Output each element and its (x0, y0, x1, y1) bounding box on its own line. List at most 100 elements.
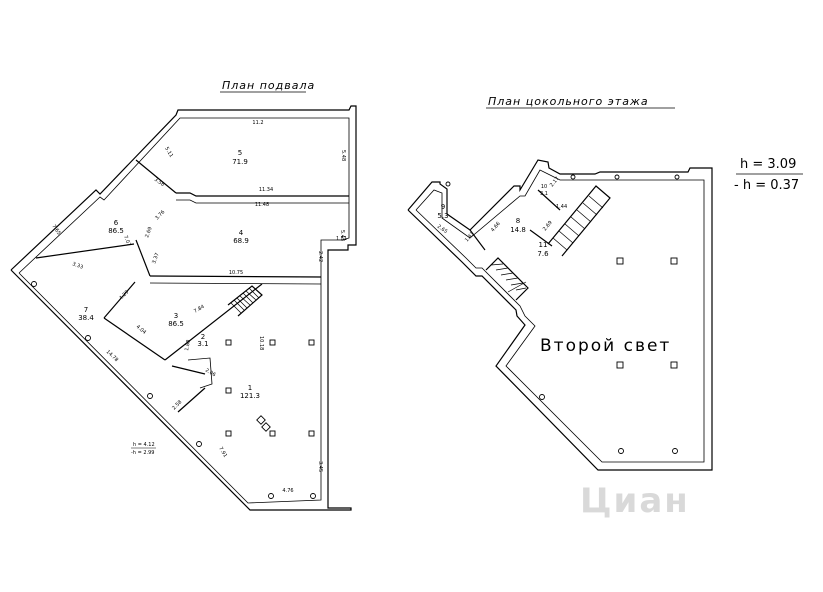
dimension-label: 4.29 (118, 289, 130, 301)
column-marker (308, 430, 315, 437)
basement-title: План подвала (222, 79, 315, 92)
column-marker (225, 339, 232, 346)
room-number: 7 (84, 306, 88, 314)
ground-floor-title: План цокольного этажа (488, 95, 649, 108)
column-marker (269, 339, 276, 346)
room-area: 14.8 (510, 226, 526, 234)
room-number: 9 (441, 203, 445, 211)
room-number: 4 (239, 229, 244, 237)
lower-stairs-outline (485, 257, 529, 301)
room-area: 7.6 (537, 250, 549, 258)
dimension-label: 10.18 (258, 336, 264, 350)
room-number: 10 (541, 184, 547, 190)
column-marker (616, 257, 624, 265)
partition-4-3-inner (149, 282, 322, 285)
room-area: 71.9 (232, 158, 248, 166)
dimension-label: 5.43 (339, 230, 345, 241)
basement-height-minus-h: -h = 2.99 (131, 450, 154, 456)
stairs-arrow (507, 281, 527, 293)
column-marker (445, 181, 451, 187)
column-marker (225, 387, 232, 394)
column-marker (269, 430, 276, 437)
dimension-label: 1.44 (556, 204, 567, 210)
basement-plan: План подвала (10, 79, 357, 511)
partition-7-top (35, 243, 135, 259)
dimension-label: 4.76 (282, 488, 293, 494)
partition-6-7 (135, 239, 151, 277)
ground-floor-plan: План цокольного этажа (407, 95, 803, 471)
room-area: 68.9 (233, 237, 249, 245)
ground-floor-walls (407, 159, 713, 471)
dimension-label: 10.75 (229, 270, 243, 276)
column-marker (196, 441, 202, 447)
dimension-label: 2.65 (436, 224, 449, 235)
partition-3-bottom (103, 317, 166, 361)
basement-height-h: h = 4.12 (133, 442, 155, 448)
column-marker (261, 422, 271, 432)
basement-inner-wall-line (18, 117, 350, 504)
dimension-label: 2.42 (317, 251, 323, 262)
column-marker (672, 448, 678, 454)
partition-10 (537, 189, 561, 211)
basement-dimensions: 11.2 5.11 5.48 3.58 11.34 11.48 7.65 7.0… (50, 120, 347, 494)
ground-floor-height-legend: h = 3.09 - h = 0.37 (734, 157, 803, 193)
basement-height-legend: h = 4.12 -h = 2.99 (131, 442, 156, 456)
partition-corridor (187, 357, 213, 389)
ground-floor-room-labels: 9 5.3 10 3.1 8 14.8 11 7.6 (437, 184, 549, 258)
second-light-label: Второй свет (540, 336, 671, 356)
column-marker (570, 174, 576, 180)
column-marker (256, 415, 266, 425)
ground-floor-stairs (485, 185, 611, 301)
room-number: 3 (174, 312, 178, 320)
dimension-label: 7.84 (193, 304, 206, 315)
partition-5-4 (176, 192, 349, 197)
room-area: 86.5 (108, 227, 124, 235)
partition-3-right (164, 283, 263, 361)
room-area: 121.3 (240, 392, 260, 400)
basement-outer-walls (10, 105, 357, 511)
room-area: 5.3 (437, 212, 448, 220)
dimension-label: 3.45 (317, 461, 323, 472)
dimension-label: 11.34 (259, 187, 273, 193)
basement-outer-wall (10, 105, 357, 511)
column-marker (674, 174, 680, 180)
room-area: 3.1 (540, 191, 548, 197)
column-marker (670, 257, 678, 265)
partition-3-left (103, 281, 136, 319)
dimension-label: 1.51 (336, 236, 347, 242)
room-number: 2 (201, 333, 205, 341)
basement-stairs-outline (227, 285, 263, 317)
dimension-label: 5.11 (163, 146, 174, 159)
room-area: 86.5 (168, 320, 184, 328)
partition-4-3 (149, 275, 322, 278)
ground-floor-inner-wall (415, 169, 705, 463)
column-marker (616, 361, 624, 369)
dimension-label: 3.37 (151, 252, 160, 265)
partition-9-8 (469, 229, 486, 251)
column-marker (614, 174, 620, 180)
column-marker (539, 394, 545, 400)
column-marker (618, 448, 624, 454)
partition-5-6 (135, 159, 177, 194)
ground-floor-height-h: h = 3.09 (740, 157, 796, 172)
partition-7-bottom (177, 387, 206, 413)
dimension-label: 11.48 (255, 202, 269, 208)
dimension-label: 2.69 (144, 226, 153, 239)
column-marker (310, 493, 316, 499)
dimension-label: 3.76 (154, 209, 166, 221)
watermark-logo: Циан (580, 481, 690, 521)
dimension-label: 3.33 (71, 261, 84, 270)
dimension-label: 11.2 (252, 120, 263, 126)
room-number: 5 (238, 149, 242, 157)
upper-stairs-outline (547, 185, 611, 257)
dimension-label: 2.17 (549, 176, 561, 188)
dimension-label: 2.69 (542, 220, 554, 232)
ground-floor-height-minus-h: - h = 0.37 (734, 178, 799, 193)
dimension-label: 4.66 (490, 221, 502, 233)
dimension-label: 3.58 (153, 177, 166, 188)
dimension-label: 2.06 (204, 368, 217, 379)
ground-floor-outer-wall (407, 159, 713, 471)
dimension-label: 5.48 (340, 150, 346, 161)
column-marker (147, 393, 153, 399)
